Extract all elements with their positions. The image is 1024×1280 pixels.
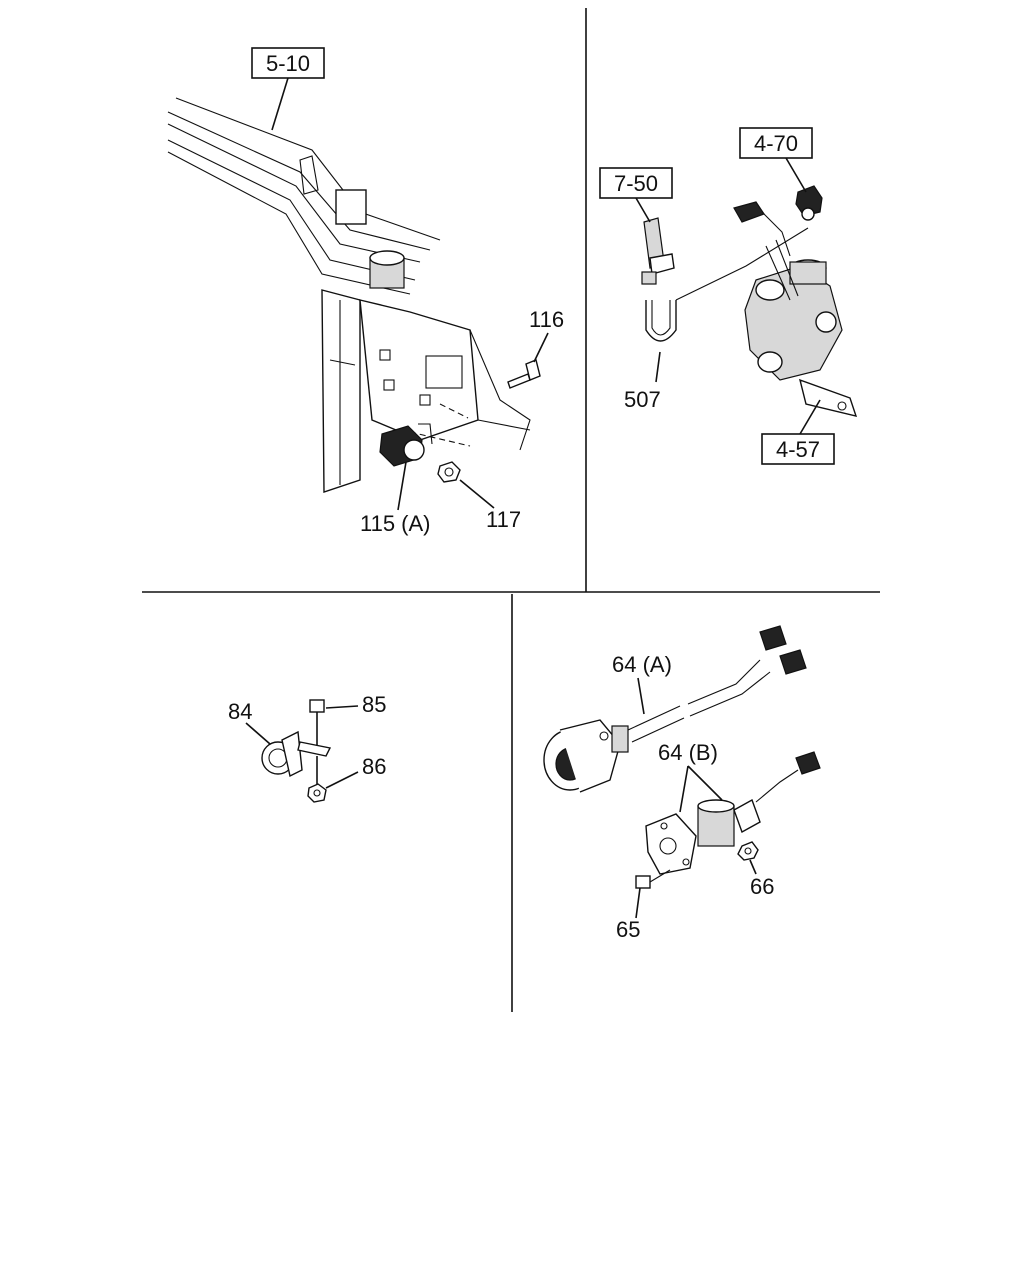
ref-label-4-70: 4-70 <box>754 131 798 156</box>
hose-507 <box>645 227 809 342</box>
nut-86 <box>307 756 327 803</box>
panel-dividers <box>142 8 880 1012</box>
part-label-64b: 64 (B) <box>658 740 718 765</box>
part-label-507: 507 <box>624 387 661 412</box>
part-label-115a: 115 (A) <box>360 511 431 536</box>
ref-label-5-10: 5-10 <box>266 51 310 76</box>
plug-84 <box>261 730 303 778</box>
label-64b: 64 (B) <box>658 740 723 813</box>
ref-box-5-10: 5-10 <box>251 47 325 131</box>
fitting-7-50 <box>641 217 675 285</box>
ref-label-4-57: 4-57 <box>776 437 820 462</box>
part-label-64a: 64 (A) <box>612 652 672 677</box>
ref-box-4-57: 4-57 <box>761 399 835 465</box>
ref-box-7-50: 7-50 <box>599 167 673 223</box>
label-84: 84 <box>228 699 271 745</box>
bolt-116 <box>507 359 541 389</box>
label-115a: 115 (A) <box>360 461 431 536</box>
part-label-86: 86 <box>362 754 386 779</box>
frame-bracket-assembly <box>167 97 531 493</box>
nut-66 <box>737 841 759 861</box>
ref-label-7-50: 7-50 <box>614 171 658 196</box>
ref-box-4-70: 4-70 <box>739 127 813 193</box>
socket-64a <box>543 625 807 793</box>
nut-117 <box>437 461 461 483</box>
label-85: 85 <box>325 692 386 717</box>
label-116: 116 <box>529 307 564 363</box>
socket-64b <box>645 751 821 875</box>
bolt-65 <box>635 869 671 889</box>
label-117: 117 <box>459 479 521 532</box>
part-label-116: 116 <box>529 307 564 332</box>
label-66: 66 <box>749 859 774 899</box>
part-label-66: 66 <box>750 874 774 899</box>
part-label-65: 65 <box>616 917 640 942</box>
part-label-117: 117 <box>486 507 521 532</box>
bolt-85 <box>297 699 332 757</box>
connector-4-70 <box>733 185 823 257</box>
label-65: 65 <box>616 887 641 942</box>
label-86: 86 <box>325 754 386 789</box>
label-507: 507 <box>624 351 661 412</box>
part-label-84: 84 <box>228 699 252 724</box>
part-label-85: 85 <box>362 692 386 717</box>
valve-assembly-4-57 <box>744 239 858 417</box>
label-64a: 64 (A) <box>612 652 672 715</box>
sensor-115a <box>379 423 433 467</box>
